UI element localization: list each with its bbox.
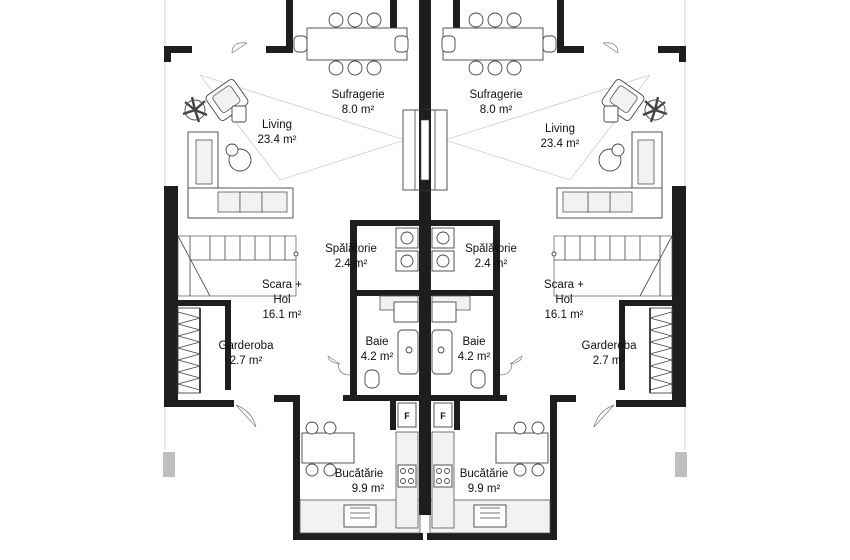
- bathroom-fixtures: [431, 295, 486, 389]
- room-labels: Sufragerie 8.0 m² Living 23.4 m² Spălăto…: [219, 89, 411, 495]
- walls: [427, 0, 686, 540]
- sofa: [187, 131, 294, 219]
- laundry-fixtures: [431, 227, 455, 272]
- plant-icon: [642, 96, 668, 123]
- room-area-scara-hol: 16.1 m²: [545, 309, 584, 321]
- laundry-fixtures: [395, 227, 419, 272]
- living-furniture: [182, 79, 252, 172]
- walls: [164, 0, 423, 540]
- room-area-spalatorie: 2.4 m²: [335, 258, 368, 270]
- room-area-sufragerie: 8.0 m²: [480, 104, 513, 116]
- party-wall: [402, 0, 448, 515]
- living-furniture: [598, 79, 668, 172]
- room-area-bucatarie: 9.9 m²: [468, 483, 501, 495]
- room-area-sufragerie: 8.0 m²: [342, 104, 375, 116]
- staircase: [551, 235, 673, 297]
- dining-set: [293, 12, 409, 76]
- room-area-living: 23.4 m²: [258, 134, 297, 146]
- room-name-scara-hol-line1: Scara +: [262, 279, 302, 291]
- room-name-bucatarie: Bucătărie: [335, 468, 384, 480]
- room-name-bucatarie: Bucătărie: [460, 468, 509, 480]
- staircase: [177, 235, 299, 297]
- wardrobe: [176, 307, 202, 394]
- unit-right: Sufragerie 8.0 m² Living 23.4 m² Spălăto…: [427, 0, 686, 540]
- room-name-baie: Baie: [462, 336, 485, 348]
- room-name-sufragerie: Sufragerie: [331, 89, 384, 101]
- room-name-living: Living: [262, 119, 292, 131]
- room-name-scara-hol-line2: Hol: [555, 294, 572, 306]
- doors: [499, 42, 619, 428]
- room-name-spalatorie: Spălătorie: [465, 243, 517, 255]
- unit-left: Sufragerie 8.0 m² Living 23.4 m² Spălăto…: [164, 0, 423, 540]
- plant-icon: [182, 96, 208, 123]
- room-area-scara-hol: 16.1 m²: [263, 309, 302, 321]
- fridge-label: F: [404, 411, 410, 421]
- room-name-scara-hol-line1: Scara +: [544, 279, 584, 291]
- room-name-scara-hol-line2: Hol: [273, 294, 290, 306]
- fridge-label: F: [440, 411, 446, 421]
- room-name-spalatorie: Spălătorie: [325, 243, 377, 255]
- room-area-baie: 4.2 m²: [458, 351, 491, 363]
- room-name-sufragerie: Sufragerie: [469, 89, 522, 101]
- room-area-baie: 4.2 m²: [361, 351, 394, 363]
- room-area-garderoba: 2.7 m²: [593, 355, 626, 367]
- sofa: [556, 131, 663, 219]
- wardrobe: [648, 307, 674, 394]
- bathroom-fixtures: [364, 295, 419, 389]
- room-area-spalatorie: 2.4 m²: [475, 258, 508, 270]
- room-area-garderoba: 2.7 m²: [230, 355, 263, 367]
- room-labels: Sufragerie 8.0 m² Living 23.4 m² Spălăto…: [440, 89, 637, 495]
- room-name-living: Living: [545, 123, 575, 135]
- room-area-living: 23.4 m²: [541, 138, 580, 150]
- room-name-garderoba: Garderoba: [219, 340, 275, 352]
- kitchen-furniture: [429, 402, 551, 534]
- room-name-garderoba: Garderoba: [582, 340, 638, 352]
- doors: [231, 42, 351, 428]
- room-name-baie: Baie: [365, 336, 388, 348]
- dining-set: [441, 12, 557, 76]
- room-area-bucatarie: 9.9 m²: [352, 483, 385, 495]
- kitchen-furniture: [299, 402, 421, 534]
